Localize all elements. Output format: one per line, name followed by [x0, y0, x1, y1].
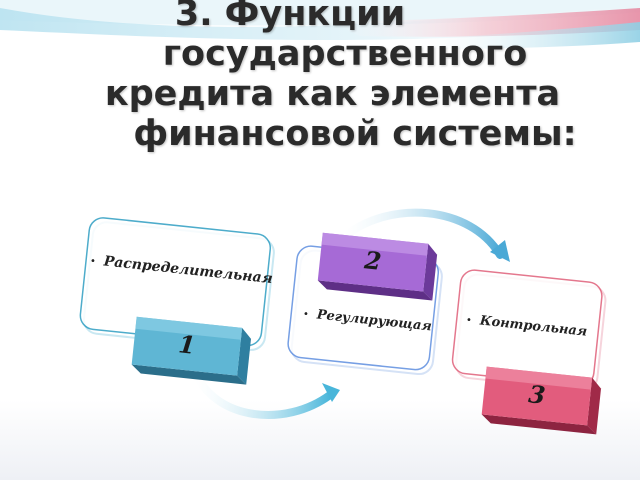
bullet-icon: •	[465, 315, 473, 327]
title-line-1: 3. Функции	[174, 0, 406, 34]
bullet-icon: •	[89, 256, 97, 268]
number-block-1	[131, 316, 252, 385]
number-block-3	[481, 366, 602, 435]
arrow-2-to-3	[341, 208, 504, 259]
bullet-icon: •	[302, 309, 310, 321]
title-line-3: кредита как элемента	[104, 74, 561, 114]
page-title: 3. Функции государственного кредита как …	[60, 0, 620, 154]
arrow-2-to-3-head	[490, 240, 510, 262]
arrow-1-to-2	[191, 368, 334, 419]
arrow-1-to-2-head	[322, 383, 340, 402]
title-line-2: государственного	[162, 34, 528, 74]
number-block-2	[317, 232, 438, 301]
title-line-4: финансовой системы:	[133, 114, 577, 154]
